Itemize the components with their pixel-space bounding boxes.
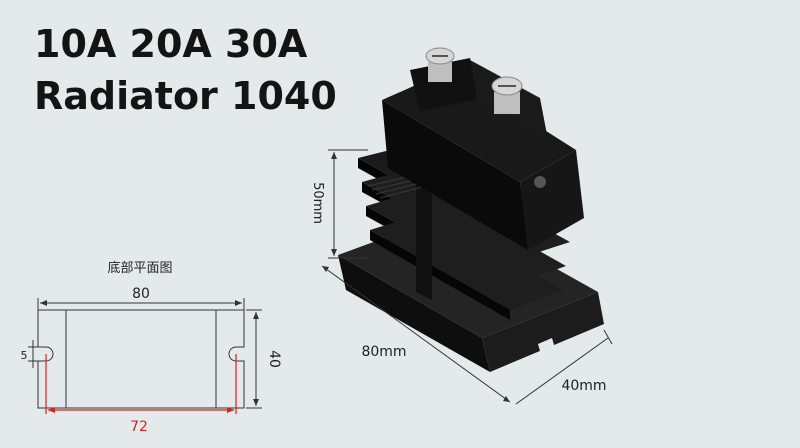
length-dimension-line: 80mm bbox=[321, 265, 511, 403]
relay-body bbox=[382, 58, 584, 250]
height-dimension: 40 bbox=[246, 309, 282, 409]
depth-dimension-line: 40mm bbox=[515, 329, 613, 405]
product-height-label: 50mm bbox=[310, 182, 325, 224]
width-label: 80 bbox=[132, 286, 150, 302]
height-dimension-line: 50mm bbox=[310, 149, 368, 259]
hole-spacing-dimension: 72 bbox=[45, 354, 237, 435]
screw-terminals bbox=[425, 47, 546, 188]
slot-dimension: 5 bbox=[21, 340, 42, 368]
title-line-1: 10A 20A 30A bbox=[34, 22, 308, 66]
slot-label: 5 bbox=[21, 349, 28, 362]
product-length-label: 80mm bbox=[361, 344, 406, 360]
hole-spacing-label: 72 bbox=[130, 419, 148, 435]
product-depth-label: 40mm bbox=[561, 378, 606, 394]
height-label: 40 bbox=[266, 350, 282, 368]
base-outline bbox=[37, 309, 245, 409]
width-dimension: 80 bbox=[37, 286, 245, 312]
title-line-2: Radiator 1040 bbox=[34, 74, 337, 118]
base-plan-caption: 底部平面图 bbox=[107, 260, 172, 276]
